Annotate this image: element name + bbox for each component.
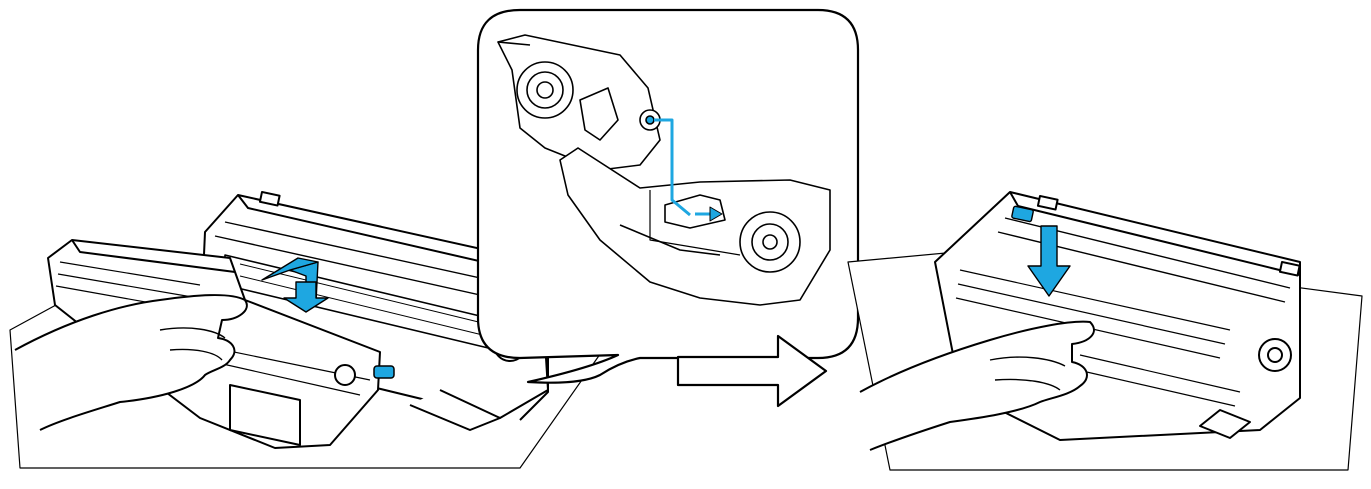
toner-knob-accent [373,365,395,379]
blue-arrows-left [261,257,329,313]
down-arrow-accent [1027,225,1071,297]
guide-path-accent [654,118,712,217]
next-step-arrow [676,334,828,408]
detail-callout [476,8,860,384]
toner-guide-part [559,147,831,306]
right-scene [847,191,1363,471]
drum-tab-accent [1011,205,1034,223]
drum-guide-part [497,34,661,171]
hand-right [859,320,1095,451]
hand-left [14,294,248,431]
guide-arrow-head [709,206,723,222]
